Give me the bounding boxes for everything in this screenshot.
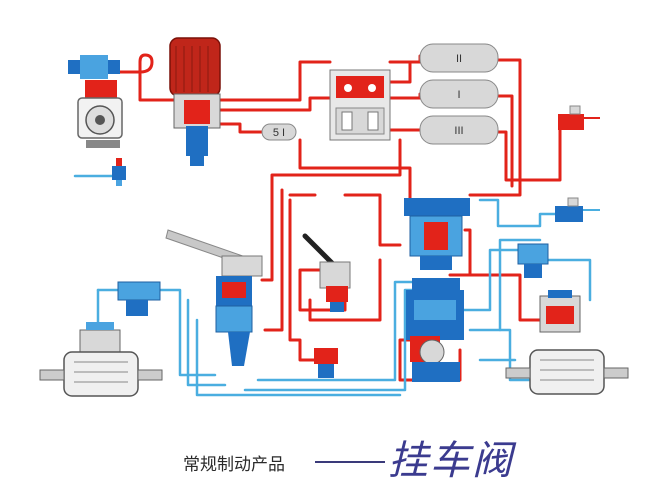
rear-spring-brake-chamber — [505, 290, 629, 395]
supply-lines — [118, 53, 567, 382]
relay-valve — [404, 198, 470, 270]
trailer-control-valve — [406, 278, 464, 382]
coupling-head-blue — [555, 197, 600, 222]
right-relay-valve — [517, 243, 549, 278]
tank-ii-label: II — [456, 53, 462, 65]
tank-iii: III — [419, 115, 499, 145]
pressure-governor — [112, 158, 126, 186]
small-tank: 5 I — [261, 123, 297, 141]
quick-release-valve — [314, 348, 338, 378]
hand-brake-valve — [302, 233, 351, 312]
caption-title: 挂车阀 — [388, 438, 514, 484]
caption-dash — [315, 461, 385, 463]
front-brake-chamber — [39, 322, 163, 397]
front-relay-valve — [117, 281, 161, 316]
tank-iii-label: III — [454, 125, 463, 137]
tank-i-label: I — [457, 89, 460, 101]
caption-prefix: 常规制动产品 — [183, 455, 285, 475]
tank-ii: II — [419, 43, 499, 73]
caption: 常规制动产品 挂车阀 — [0, 420, 667, 490]
foot-brake-valve — [165, 229, 263, 366]
small-tank-label: 5 I — [273, 127, 285, 139]
tank-i: I — [419, 79, 499, 109]
compressor — [68, 55, 123, 148]
protection-valve — [329, 69, 391, 141]
air-dryer — [169, 37, 221, 166]
coupling-head-red — [558, 105, 600, 130]
